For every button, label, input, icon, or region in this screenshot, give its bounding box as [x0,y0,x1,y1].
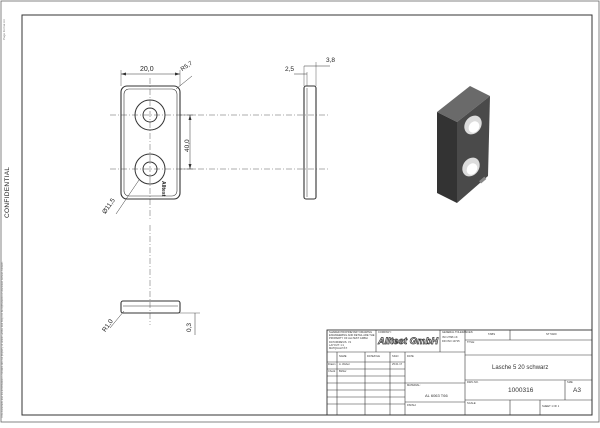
tb-tolerances-label: GENERAL TOLERANCES: [442,331,474,334]
tb-col-datefile: DATE/FILE [367,355,380,358]
side-note: This document and the information it con… [1,261,4,418]
tb-legal-line: SHARED PROPRIETARY DRAWING [329,331,372,334]
radius-leader [175,75,193,90]
hole-top-inner [142,107,158,123]
width-arrow-right [175,72,180,76]
dim-width: 20,0 [140,66,154,73]
tb-legal-line: PROPERTY OF ALLTEST GMBH [329,337,368,341]
tb-legal-block: SHARED PROPRIETARY DRAWING ENGINEERING A… [329,331,375,351]
iso-top-face [437,86,490,122]
front-outline [120,85,181,200]
tb-col-sign: SIGN [392,355,399,358]
tb-col-name: NAME [339,355,347,358]
diameter-leader [115,179,140,215]
tb-legal-line: LAYOUT: 1:1 [329,343,344,347]
tb-outer [326,329,593,416]
front-inner-outline [123,88,178,197]
hole-top-outer [134,99,166,131]
title-block-frame [326,329,593,416]
tb-row-date: 25.01.17 [392,363,403,366]
part-mark: Alltest [160,181,166,197]
bottom-view [109,300,200,335]
dim-side-thickness: 2,5 [285,66,295,73]
iso-hole-bottom-inner [466,163,478,175]
tb-row-role: Check [328,370,336,373]
iso-left-face [437,112,457,203]
tb-material-label: MATERIAL: [407,384,421,387]
company-logo: Alltest GmbH [378,336,439,347]
drawing-size: A3 [573,387,581,394]
tb-row-role: Drawn [328,363,336,366]
front-view [110,70,330,325]
dim-side-width: 3,8 [326,57,336,64]
tb-sheet-label: SHEET 1 OF 1 [542,405,560,408]
tb-col-date: DATE [407,355,414,358]
side-outline [303,85,317,200]
drawing-number: 1000316 [508,387,534,394]
tb-tolerance-line: DIN ISO 13715 [442,340,460,343]
tb-legal-line: MATQUALITÄT: [329,346,348,350]
hole-bottom-inner [142,161,158,177]
isometric-view [437,86,490,203]
tb-dwg-no-label: DWG NO. [467,381,479,384]
page-format-label: Page format A3 [2,19,6,40]
hole-bottom-outer [134,153,166,185]
inner-border [21,14,593,416]
tb-tolerance-line: ISO 2768 mK [442,336,458,339]
width-arrow-left [121,72,126,76]
tb-finish-label: FINISH: [407,404,417,407]
tb-company-label: COMPANY: [378,331,392,334]
dim-bottom-thickness: 0,3 [186,322,193,332]
dim-height: 40,0 [184,139,191,152]
tb-material: AL 6063 T66 [425,393,448,398]
bottom-outline [120,300,181,314]
tb-title-label: TITLE: [467,341,475,344]
tb-top-right-b: ST 5020 [546,332,557,336]
tb-legal-line: ENGINEERING AND DETAIL ARE THE [329,334,375,338]
height-arrow-top [188,115,192,120]
iso-hole-top-inner [468,121,480,133]
drawing-title: Lasche 5 20 schwarz [492,365,549,371]
tb-row-name: A. Weber [339,363,350,366]
edge-radius-leader [109,310,125,329]
tb-size-label: SIZE [567,381,573,384]
tb-legal-line: DATUM/REVIS. V1 [329,340,352,344]
height-arrow-bottom [188,164,192,169]
tb-row-name: Bühler [339,370,347,373]
tb-scale-label: SCALE: [467,402,477,405]
side-view [294,62,330,200]
tb-top-right-a: TABS [488,332,496,336]
confidential-label: CONFIDENTIAL [4,166,11,218]
iso-mark [479,176,487,184]
